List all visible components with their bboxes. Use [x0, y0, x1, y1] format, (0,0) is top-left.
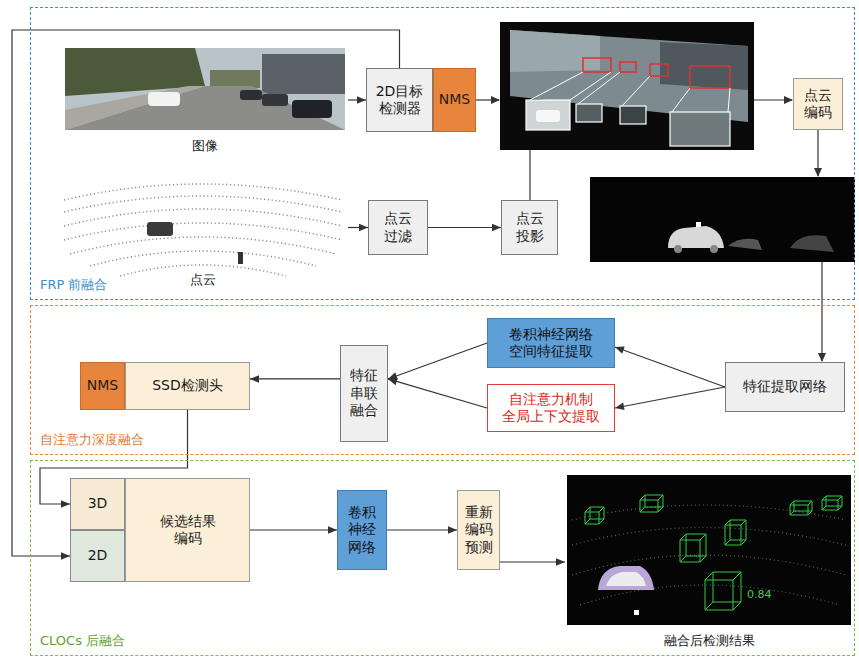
box-label: 3D [88, 495, 108, 513]
projection-picture [500, 22, 754, 150]
process-box: NMS [80, 362, 125, 410]
box-label: 重新 编码 预测 [465, 504, 493, 557]
arrow-head [328, 526, 337, 534]
connector-line [615, 347, 725, 387]
process-box: 点云 投影 [501, 200, 558, 255]
connector [500, 558, 565, 566]
image-caption: 融合后检测结果 [565, 633, 853, 649]
region-band: FRP 前融合 图像 2D目标 检测器 NMS 点云 点云 过滤 点云 投影 点云 编码 [30, 7, 855, 300]
connector [250, 375, 340, 383]
process-box: 3D [70, 478, 125, 530]
arrow-head [357, 96, 366, 104]
box-label: 2D [88, 547, 108, 565]
arrow-head [492, 224, 501, 232]
process-box: 候选结果 编码 [125, 478, 250, 582]
arrow-head [61, 500, 70, 508]
box-label: 点云 编码 [804, 87, 832, 122]
box-label: NMS [87, 377, 118, 395]
image-panel: 点云 [58, 168, 348, 290]
image-panel: 融合后检测结果 [565, 473, 853, 651]
box-label: NMS [439, 91, 470, 109]
connector-line [500, 561, 565, 562]
box-label: 特征提取网络 [743, 378, 827, 396]
arrow-head [359, 224, 368, 232]
process-box: 点云 编码 [793, 78, 843, 130]
process-box: 点云 过滤 [368, 200, 428, 255]
region-band: 自注意力深度融合 NMS SSD检测头 特征 串联 融合 卷积神经网络 空间特征提取自注… [30, 305, 855, 455]
point-cloud-car [147, 222, 243, 264]
connector [348, 96, 366, 104]
image-caption: 点云 [58, 272, 348, 288]
arrow-head [615, 347, 625, 354]
box-label: 2D目标 检测器 [376, 83, 424, 118]
encoded-point-picture [590, 177, 855, 262]
arrow-head [448, 526, 457, 534]
connector [348, 224, 368, 232]
box-label: 点云 投影 [516, 210, 544, 245]
connector-line [615, 387, 725, 408]
connector-line [388, 379, 487, 408]
connector-line [250, 529, 337, 530]
region-label: CLOCs 后融合 [40, 633, 125, 649]
arrow-head [615, 403, 625, 410]
connector [428, 224, 501, 232]
process-box: 卷积神经网络 空间特征提取 [487, 318, 615, 368]
box-label: 自注意力机制 全局上下文提取 [502, 391, 600, 426]
image-panel: 图像 [62, 46, 348, 156]
connector-line [388, 343, 487, 379]
point-cloud-picture [64, 184, 342, 276]
region-band: CLOCs 后融合 3D 2D 候选结果 编码 卷积 神经 网络 重新 编码 预测融合后检… [30, 460, 855, 656]
connector [388, 343, 487, 379]
box-label: SSD检测头 [152, 377, 223, 395]
score-label: 0.84 [747, 588, 772, 601]
connector [615, 347, 725, 387]
arrow-head [250, 375, 259, 383]
connector [250, 526, 337, 534]
connector-line [250, 378, 340, 379]
process-box: 特征 串联 融合 [340, 345, 388, 442]
connector-line [387, 529, 457, 530]
arrow-head [388, 378, 398, 385]
box-label: 候选结果 编码 [160, 513, 216, 548]
result-picture [567, 475, 851, 625]
process-box: NMS [433, 68, 476, 132]
process-box: SSD检测头 [125, 362, 250, 410]
process-box: 2D目标 检测器 [366, 68, 433, 132]
region-label: FRP 前融合 [40, 277, 107, 293]
box-label: 特征 串联 融合 [350, 367, 378, 420]
process-box: 自注意力机制 全局上下文提取 [487, 384, 615, 432]
box-label: 卷积 神经 网络 [348, 504, 376, 557]
process-box: 特征提取网络 [725, 362, 845, 412]
box-label: 卷积神经网络 空间特征提取 [509, 326, 593, 361]
process-box: 2D [70, 530, 125, 582]
arrow-head [556, 558, 565, 566]
process-box: 重新 编码 预测 [457, 490, 500, 570]
connector [387, 526, 457, 534]
box-label: 点云 过滤 [384, 210, 412, 245]
connector-line [428, 227, 501, 228]
connector [388, 378, 487, 408]
street-photo [65, 48, 345, 130]
process-box: 卷积 神经 网络 [337, 490, 387, 570]
image-caption: 图像 [62, 138, 348, 154]
arrow-head [61, 552, 70, 560]
connector [615, 387, 725, 410]
region-label: 自注意力深度融合 [40, 432, 144, 448]
